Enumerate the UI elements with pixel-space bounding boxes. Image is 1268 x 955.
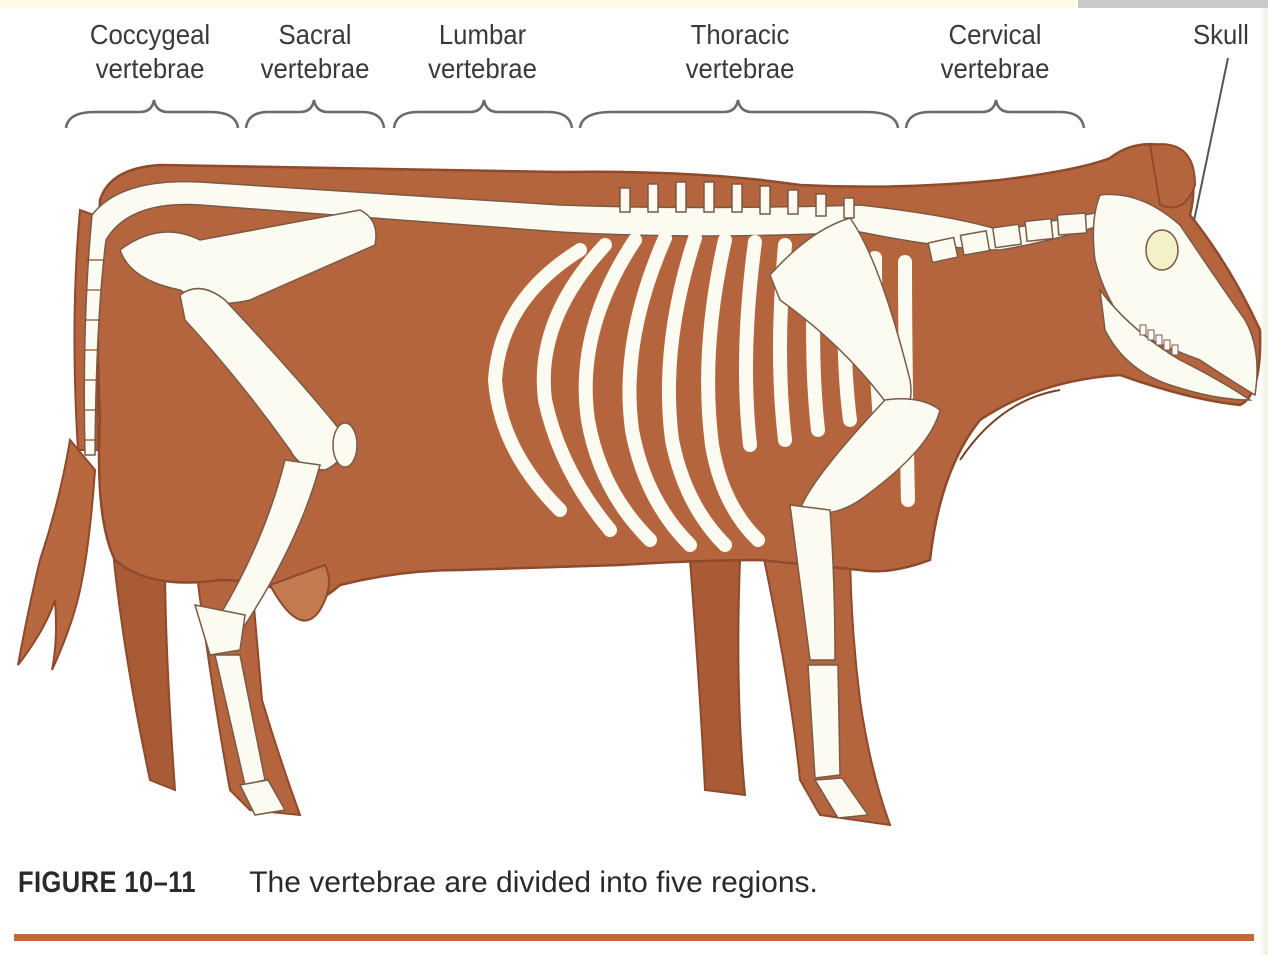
caption-text: The vertebrae are divided into five regi… bbox=[249, 866, 818, 899]
tail-switch bbox=[18, 440, 95, 670]
figure-caption: FIGURE 10–11 The vertebrae are divided i… bbox=[18, 866, 1018, 900]
brace-cervical bbox=[906, 100, 1084, 128]
brace-coccygeal bbox=[66, 100, 238, 128]
brace-thoracic bbox=[580, 100, 898, 128]
region-braces bbox=[66, 100, 1084, 128]
skull-leader-line bbox=[1190, 58, 1228, 240]
brace-sacral bbox=[246, 100, 384, 128]
bottom-rule bbox=[14, 934, 1254, 941]
brace-lumbar bbox=[394, 100, 572, 128]
patella bbox=[333, 423, 357, 467]
figure-number: FIGURE 10–11 bbox=[18, 866, 196, 900]
fore-leg-far bbox=[690, 560, 745, 795]
eye-orbit bbox=[1146, 230, 1178, 270]
